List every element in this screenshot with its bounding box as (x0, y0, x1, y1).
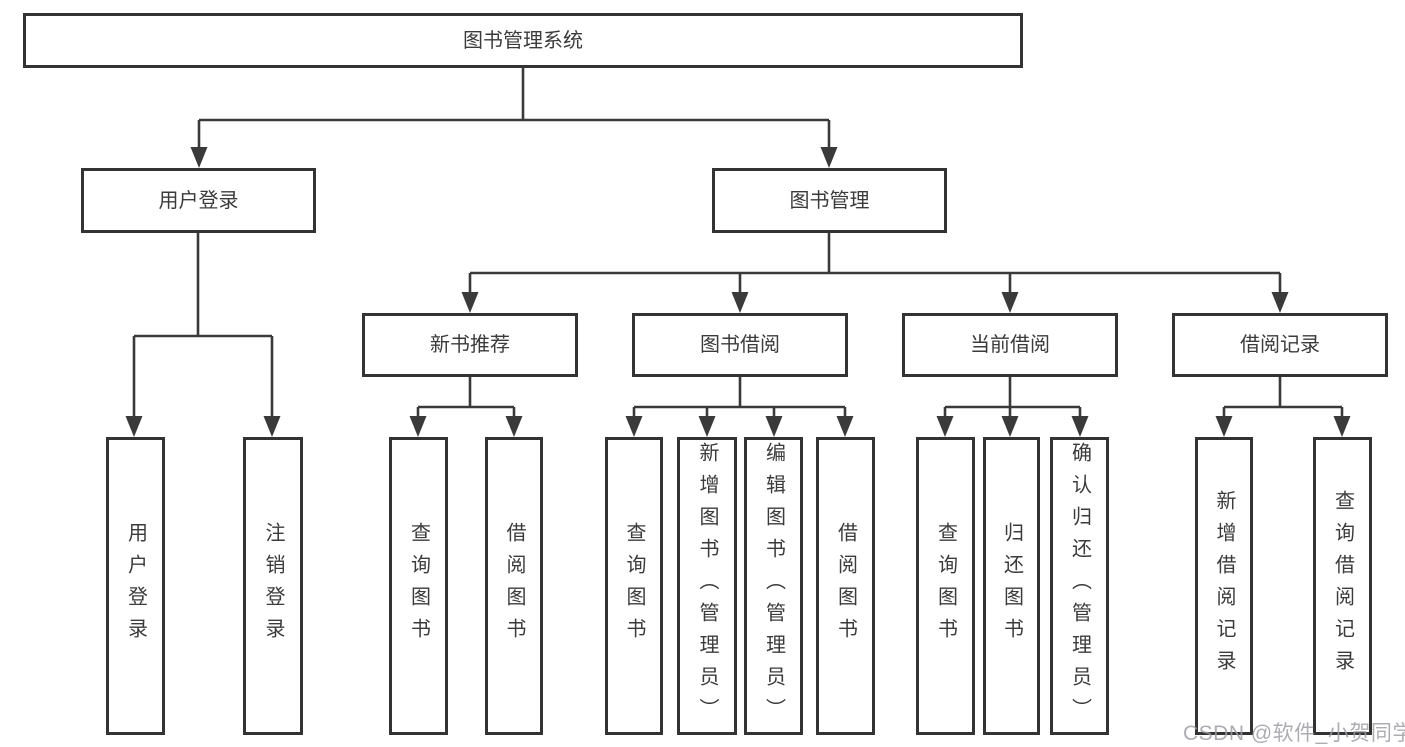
leaf-current-confirm-return-admin: 确认归还（管理员） (1050, 437, 1109, 735)
leaf-current-return-books: 归还图书 (983, 437, 1040, 735)
leaf-borrow-query-books: 查询图书 (605, 437, 663, 735)
leaf-borrow-add-books-admin: 新增图书（管理员） (677, 437, 737, 735)
node-user-login: 用户登录 (81, 168, 316, 233)
connector-current-children (943, 377, 1082, 419)
watermark: CSDN @软件_小贺同学 (1183, 722, 1405, 745)
leaf-recommend-borrow-books: 借阅图书 (485, 437, 543, 735)
node-current-borrow: 当前借阅 (902, 313, 1118, 377)
leaf-recommend-query-books: 查询图书 (389, 437, 448, 735)
leaf-records-query-record: 查询借阅记录 (1313, 437, 1372, 735)
leaf-records-add-record: 新增借阅记录 (1195, 437, 1253, 735)
leaf-login-user-login: 用户登录 (106, 437, 165, 735)
connector-recommend-children (416, 377, 516, 419)
leaf-borrow-edit-books-admin: 编辑图书（管理员） (744, 437, 803, 735)
node-book-management: 图书管理 (712, 168, 947, 233)
arrowheads (125, 147, 1351, 437)
node-root: 图书管理系统 (23, 13, 1023, 68)
connector-login-children (132, 233, 274, 419)
connector-records-children (1222, 377, 1344, 419)
node-borrow-records: 借阅记录 (1172, 313, 1388, 377)
connector-borrow-children (632, 377, 847, 419)
node-book-borrow: 图书借阅 (632, 313, 848, 377)
leaf-borrow-borrow-books: 借阅图书 (816, 437, 875, 735)
connector-root-to-level2 (197, 67, 831, 150)
node-new-book-recommend: 新书推荐 (362, 313, 578, 377)
leaf-current-query-books: 查询图书 (916, 437, 975, 735)
leaf-login-logout: 注销登录 (243, 437, 303, 735)
connector-management-to-level3 (468, 233, 1282, 295)
